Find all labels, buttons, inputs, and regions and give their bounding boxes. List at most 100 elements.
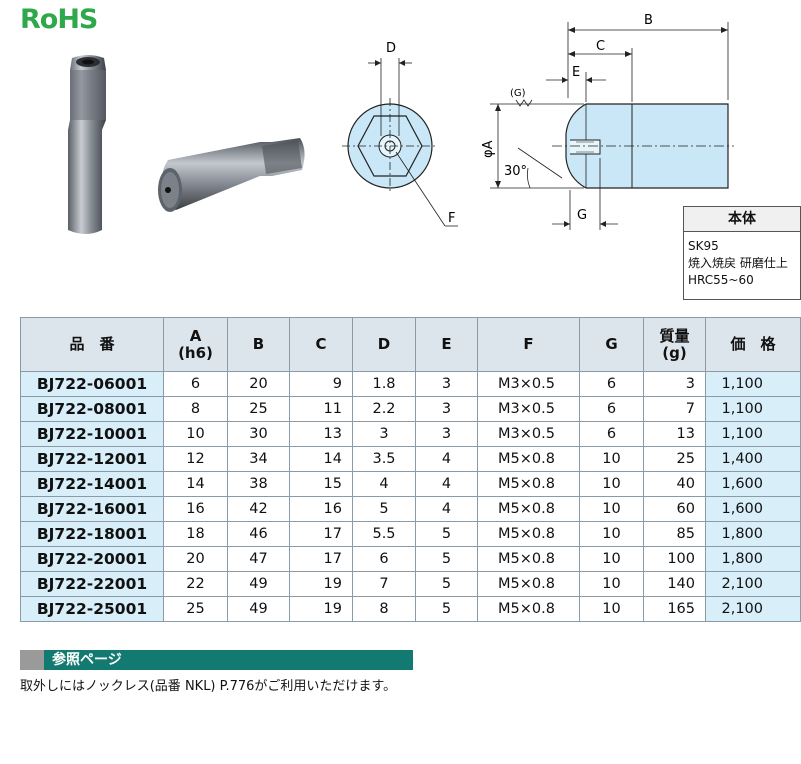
table-cell: 5 (415, 546, 478, 572)
price-cell: 1,400 (705, 446, 801, 472)
table-cell: M5×0.8 (477, 596, 580, 622)
table-cell: 10 (579, 496, 644, 522)
price-cell: 2,100 (705, 571, 801, 597)
part-number-cell: BJ722-25001 (20, 596, 164, 622)
part-number-cell: BJ722-12001 (20, 446, 164, 472)
price-cell: 1,600 (705, 471, 801, 497)
part-number-cell: BJ722-16001 (20, 496, 164, 522)
header-part-number: 品 番 (20, 317, 164, 372)
table-cell: M3×0.5 (477, 396, 580, 422)
table-cell: 10 (163, 421, 228, 447)
table-cell: 5 (415, 521, 478, 547)
table-cell: 3 (415, 421, 478, 447)
table-cell: 16 (289, 496, 353, 522)
label-c: C (596, 39, 605, 54)
table-cell: 17 (289, 546, 353, 572)
table-cell: 13 (289, 421, 353, 447)
table-cell: 140 (643, 571, 706, 597)
table-cell: 42 (227, 496, 290, 522)
table-cell: 40 (643, 471, 706, 497)
label-e: E (572, 65, 580, 80)
table-cell: M5×0.8 (477, 471, 580, 497)
table-cell: 22 (163, 571, 228, 597)
table-cell: 5 (415, 571, 478, 597)
technical-drawing: D F B C E (G) φA (342, 13, 734, 230)
table-cell: 10 (579, 596, 644, 622)
part-number-cell: BJ722-10001 (20, 421, 164, 447)
material-line: HRC55~60 (688, 273, 754, 287)
table-cell: 9 (289, 371, 353, 397)
table-cell: 6 (352, 546, 416, 572)
table-header-row: 品 番 A (h6) B C D E F G 質量 (g) 価 格 (20, 317, 801, 372)
table-cell: 34 (227, 446, 290, 472)
header-c: C (289, 317, 353, 372)
table-cell: 18 (163, 521, 228, 547)
material-header: 本体 (684, 207, 800, 232)
product-photo (68, 55, 305, 234)
part-number-cell: BJ722-22001 (20, 571, 164, 597)
table-cell: 14 (163, 471, 228, 497)
header-price: 価 格 (705, 317, 801, 372)
header-f: F (477, 317, 580, 372)
header-a: A (h6) (163, 317, 228, 372)
part-number-cell: BJ722-06001 (20, 371, 164, 397)
table-cell: M5×0.8 (477, 546, 580, 572)
table-cell: 25 (163, 596, 228, 622)
table-cell: 6 (579, 396, 644, 422)
lying-pin (158, 138, 305, 212)
table-cell: 11 (289, 396, 353, 422)
table-cell: 8 (352, 596, 416, 622)
label-d: D (386, 41, 396, 56)
price-cell: 1,100 (705, 421, 801, 447)
price-cell: 1,800 (705, 521, 801, 547)
table-cell: 14 (289, 446, 353, 472)
label-angle: 30° (504, 164, 527, 179)
table-cell: 25 (643, 446, 706, 472)
table-cell: 19 (289, 596, 353, 622)
table-cell: 17 (289, 521, 353, 547)
table-cell: 15 (289, 471, 353, 497)
price-cell: 1,100 (705, 371, 801, 397)
table-cell: 20 (227, 371, 290, 397)
table-cell: 7 (352, 571, 416, 597)
table-cell: 38 (227, 471, 290, 497)
table-cell: 49 (227, 571, 290, 597)
end-view: D F (342, 41, 458, 227)
table-cell: 16 (163, 496, 228, 522)
part-number-cell: BJ722-14001 (20, 471, 164, 497)
table-cell: 1.8 (352, 371, 416, 397)
material-line: SK95 (688, 239, 719, 253)
table-cell: 3.5 (352, 446, 416, 472)
table-cell: 5 (352, 496, 416, 522)
table-cell: 85 (643, 521, 706, 547)
header-g: G (579, 317, 644, 372)
table-cell: 10 (579, 546, 644, 572)
table-cell: 4 (415, 446, 478, 472)
table-cell: 10 (579, 446, 644, 472)
table-cell: M5×0.8 (477, 496, 580, 522)
table-cell: 30 (227, 421, 290, 447)
table-cell: 3 (643, 371, 706, 397)
part-number-cell: BJ722-18001 (20, 521, 164, 547)
label-g-paren: (G) (510, 88, 526, 99)
price-cell: 2,100 (705, 596, 801, 622)
table-cell: 10 (579, 521, 644, 547)
side-view: B C E (G) φA 30° G (481, 13, 734, 230)
table-cell: 5 (415, 596, 478, 622)
standing-pin (68, 55, 106, 234)
table-cell: 100 (643, 546, 706, 572)
price-cell: 1,800 (705, 546, 801, 572)
table-cell: 6 (163, 371, 228, 397)
label-g: G (577, 208, 587, 223)
reference-marker (20, 650, 44, 670)
table-cell: 49 (227, 596, 290, 622)
label-phi-a: φA (481, 140, 496, 158)
table-cell: 5.5 (352, 521, 416, 547)
